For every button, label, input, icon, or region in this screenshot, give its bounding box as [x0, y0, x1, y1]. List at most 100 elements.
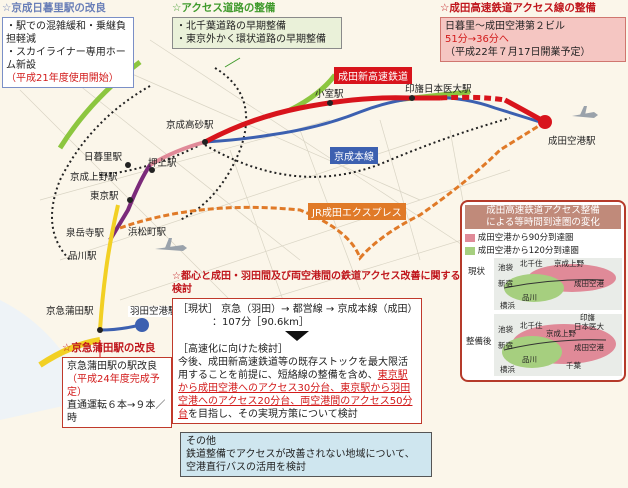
nippori-panel: ・駅での混雑緩和・乗継負担軽減 ・スカイライナー専用ホーム新設 （平成21年度使… [2, 17, 134, 88]
oshiage-dot [149, 167, 155, 173]
narita-airplane-icon [572, 106, 598, 118]
narita-airport-dot [538, 115, 552, 129]
nippori-dot [125, 162, 131, 168]
keikyu-note: （平成24年度完成予定） [67, 374, 160, 398]
legend-after-chiba: 千葉 [566, 361, 581, 370]
down-arrow-icon [285, 331, 309, 341]
narita-line-title: ☆成田高速鉄道アクセス線の整備 [440, 2, 596, 14]
access-road-panel: ・北千葉道路の早期整備 ・東京外かく環状道路の早期整備 [172, 17, 342, 49]
keikyu-line [98, 204, 120, 331]
legend-after-shinjuku: 新宿 [498, 341, 513, 350]
station-keisei-ueno: 京成上野駅 [70, 172, 118, 183]
legend-title: 成田高速鉄道アクセス整備 による等時間到達圏の変化 [465, 205, 621, 229]
legend-current-narita: 成田空港 [574, 279, 604, 288]
legend-current-kitasenju: 北千住 [520, 259, 543, 268]
station-haneda: 羽田空港駅 [128, 306, 180, 317]
legend-swatch-90 [465, 233, 475, 242]
legend-after-map [494, 314, 622, 376]
legend-title-line: 成田高速鉄道アクセス整備 [486, 205, 600, 216]
narita-new-line [203, 95, 440, 145]
legend-after-yokohama: 横浜 [500, 365, 515, 374]
station-komuro: 小室駅 [315, 89, 344, 100]
nippori-item: ・スカイライナー専用ホーム新設 [6, 47, 126, 71]
improvement-speed-title: ［高速化に向けた検討］ [178, 344, 288, 355]
narita-line-route: 日暮里～成田空港第２ビル [445, 21, 565, 32]
access-road-callout: ☆アクセス道路の整備 ・北千葉道路の早期整備 ・東京外かく環状道路の早期整備 [172, 2, 342, 49]
keikyu-line: 京急蒲田駅の駅改良 [67, 361, 157, 372]
improvement-current: ［現状］ 京急（羽田）→ 都営線 → 京成本線（成田） [178, 304, 418, 315]
legend-label: 成田空港から120分到達圏 [477, 246, 579, 256]
other-panel: その他 鉄道整備でアクセスが改善されない地域について、 空港直行バスの活用を検討 [180, 432, 432, 477]
purple-segment [108, 163, 152, 242]
station-hamamatsucho: 浜松町駅 [128, 227, 167, 238]
legend-after-inba: 印旛 [580, 313, 595, 322]
station-nippori: 日暮里駅 [84, 152, 123, 163]
improvement-body-tail: を目指し、その実現方策について検討 [188, 409, 358, 420]
station-keikyu-kamata: 京急蒲田駅 [46, 306, 94, 317]
keisei-main-tag: 京成本線 [330, 147, 378, 164]
access-road-item: ・北千葉道路の早期整備 [176, 21, 286, 32]
nippori-callout: ☆京成日暮里駅の改良 ・駅での混雑緩和・乗継負担軽減 ・スカイライナー専用ホーム… [2, 2, 134, 88]
access-road-item: ・東京外かく環状道路の早期整備 [176, 34, 326, 45]
nippori-note: （平成21年度使用開始） [6, 73, 119, 84]
station-oshiage: 押上駅 [148, 158, 177, 169]
legend-current-yokohama: 横浜 [500, 301, 515, 310]
legend-current-label: 現状 [468, 267, 486, 277]
improvement-current-time: ：107分［90.6km］ [212, 317, 309, 328]
station-sengakuji: 泉岳寺駅 [66, 228, 105, 239]
other-title: その他 [186, 436, 216, 447]
dotted-shortcut [204, 117, 511, 178]
station-narita-airport: 成田空港駅 [548, 136, 596, 147]
legend-swatch-120 [465, 246, 475, 255]
legend-after-kitasenju: 北千住 [520, 321, 543, 330]
access-road-title: ☆アクセス道路の整備 [172, 2, 276, 14]
jr-express-tag: JR成田エクスプレス [308, 203, 406, 220]
reach-legend-panel: 成田高速鉄道アクセス整備 による等時間到達圏の変化 成田空港から90分到達圏 成… [460, 200, 626, 382]
station-tokyo: 東京駅 [90, 191, 119, 202]
improvement-title: ☆都心と成田・羽田間及び両空港間の鉄道アクセス改善に関する検討 [172, 271, 461, 295]
takasago-dot [202, 139, 208, 145]
legend-after-narita: 成田空港 [574, 343, 604, 352]
narita-line-date: （平成22年７月17日開業予定） [445, 47, 591, 58]
dotted-loop [51, 67, 248, 261]
jr-line [119, 120, 546, 261]
legend-current-ueno: 京成上野 [554, 259, 584, 268]
haneda-airplane-icon [155, 238, 187, 251]
legend-item: 成田空港から90分到達圏 [465, 232, 621, 245]
road-keikyu-south [38, 337, 101, 368]
legend-current-shinjuku: 新宿 [498, 279, 513, 288]
legend-current-map [494, 258, 622, 310]
improvement-panel: ［現状］ 京急（羽田）→ 都営線 → 京成本線（成田） ：107分［90.6km… [172, 298, 422, 424]
legend-after-nichii: 日本医大 [574, 322, 604, 331]
inba-dot [409, 95, 415, 101]
station-keisei-takasago: 京成高砂駅 [166, 120, 214, 131]
improvement-body-text: 今後、成田新高速鉄道等の既存ストックを最大限活用することを前提に、短絡線の整備を… [178, 357, 408, 381]
nippori-item: ・駅での混雑緩和・乗継負担軽減 [6, 21, 126, 45]
legend-after-shinagawa: 品川 [522, 355, 537, 364]
legend-title-line: による等時間到達圏の変化 [486, 217, 600, 228]
narita-line-callout: ☆成田高速鉄道アクセス線の整備 日暮里～成田空港第２ビル 51分→36分へ （平… [440, 2, 626, 62]
other-line: 鉄道整備でアクセスが改善されない地域について、 [186, 449, 415, 460]
narita-new-line-dashed [439, 94, 506, 103]
tokyo-dot [127, 197, 133, 203]
legend-current-shinagawa: 品川 [522, 293, 537, 302]
pink-segment [148, 140, 206, 167]
haneda-dot [135, 318, 149, 332]
komuro-dot [327, 100, 333, 106]
keikyu-dot [97, 327, 103, 333]
other-line: 空港直行バスの活用を検討 [186, 462, 306, 473]
keikyu-title: ☆京急蒲田駅の改良 [62, 342, 156, 354]
legend-label: 成田空港から90分到達圏 [477, 233, 574, 243]
legend-item: 成田空港から120分到達圏 [465, 245, 621, 258]
legend-after-label: 整備後 [466, 337, 492, 347]
narita-line-panel: 日暮里～成田空港第２ビル 51分→36分へ （平成22年７月17日開業予定） [440, 17, 626, 62]
improvement-body: 今後、成田新高速鉄道等の既存ストックを最大限活用することを前提に、短絡線の整備を… [178, 356, 416, 421]
station-shinagawa: 品川駅 [68, 251, 97, 262]
legend-current-ikebukuro: 池袋 [498, 263, 513, 272]
nippori-title: ☆京成日暮里駅の改良 [2, 2, 106, 14]
legend-after-ikebukuro: 池袋 [498, 325, 513, 334]
keikyu-service: 直通運転６本→９本／時 [67, 400, 166, 424]
narita-line-time: 51分→36分へ [445, 34, 509, 45]
station-inba: 印旛日本医大駅 [405, 84, 472, 95]
keisei-main-line [204, 96, 541, 144]
